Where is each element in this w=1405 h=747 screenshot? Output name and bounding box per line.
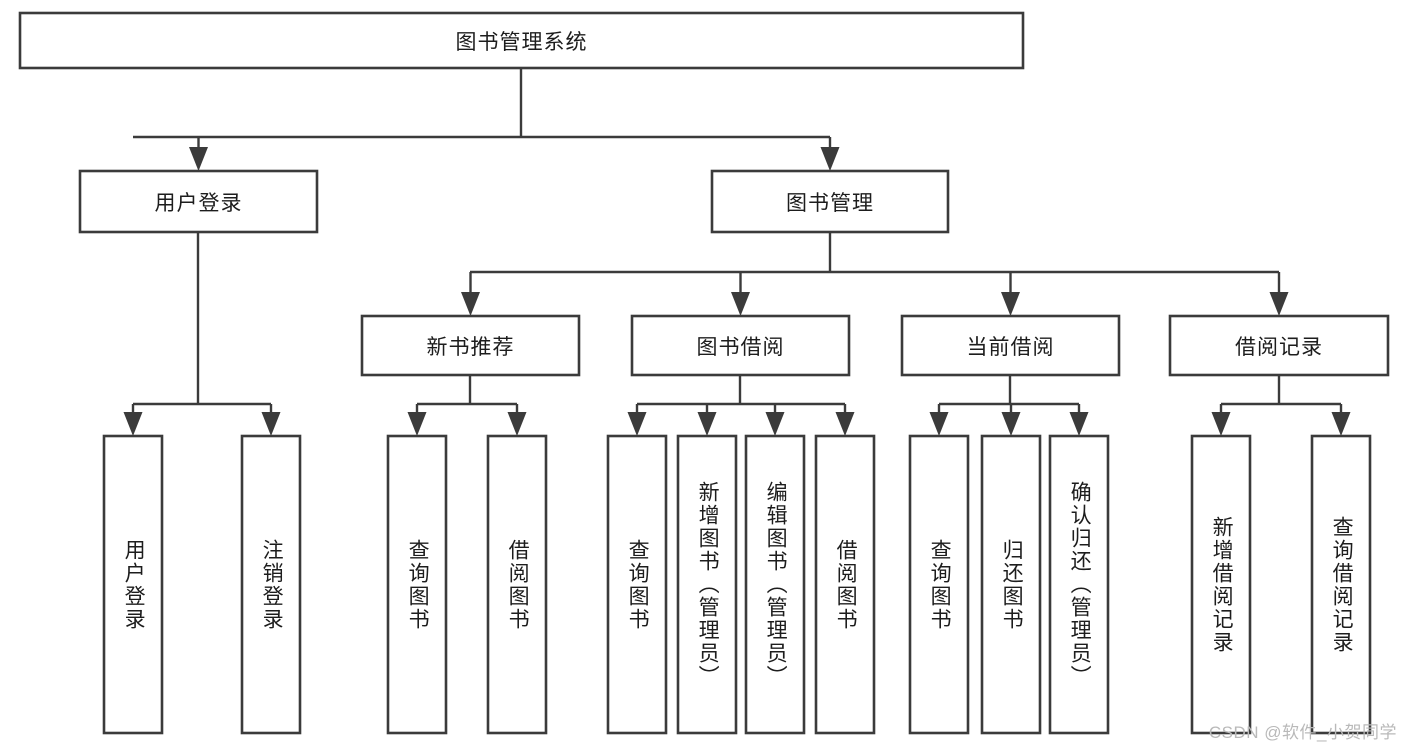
leaf-box-leaf-query-book-2[interactable]	[606, 434, 668, 735]
arrow-to-leaf-user-login	[123, 412, 143, 436]
leaf-box-leaf-borrow-book-1[interactable]	[486, 434, 548, 735]
arrow-to-leaf-query-book-3	[929, 412, 949, 436]
arrow-to-leaf-query-record	[1331, 412, 1351, 436]
leaf-box-leaf-user-login[interactable]	[102, 434, 164, 735]
leaf-box-leaf-edit-book[interactable]	[744, 434, 806, 735]
node-box-new-book-recommend[interactable]	[360, 314, 581, 377]
leaf-box-leaf-add-record[interactable]	[1190, 434, 1252, 735]
node-box-book-borrow[interactable]	[630, 314, 851, 377]
boxes-layer	[18, 11, 1390, 735]
leaf-box-leaf-query-book-1[interactable]	[386, 434, 448, 735]
arrow-to-leaf-edit-book	[765, 412, 785, 436]
arrow-to-current-borrow	[1001, 292, 1020, 316]
leaf-box-leaf-confirm-return[interactable]	[1048, 434, 1110, 735]
leaf-box-leaf-add-book[interactable]	[676, 434, 738, 735]
arrow-to-leaf-query-book-2	[627, 412, 647, 436]
arrow-to-leaf-logout	[261, 412, 281, 436]
node-box-book-manage[interactable]	[710, 169, 950, 234]
arrow-to-book-borrow	[731, 292, 750, 316]
leaf-box-leaf-query-record[interactable]	[1310, 434, 1372, 735]
arrow-to-borrow-record	[1269, 292, 1289, 316]
arrow-to-user-login	[189, 147, 208, 171]
arrow-to-leaf-borrow-book-1	[507, 412, 527, 436]
arrow-to-leaf-return-book	[1001, 412, 1021, 436]
arrow-to-leaf-add-book	[697, 412, 717, 436]
root-node-box[interactable]	[18, 11, 1025, 70]
leaf-box-leaf-return-book[interactable]	[980, 434, 1042, 735]
leaf-box-leaf-borrow-book-2[interactable]	[814, 434, 876, 735]
arrow-to-new-book-recommend	[461, 292, 480, 316]
node-box-current-borrow[interactable]	[900, 314, 1121, 377]
arrow-to-book-manage	[820, 147, 840, 171]
arrow-to-leaf-confirm-return	[1069, 412, 1089, 436]
arrow-to-leaf-query-book-1	[407, 412, 427, 436]
leaf-box-leaf-query-book-3[interactable]	[908, 434, 970, 735]
node-box-borrow-record[interactable]	[1168, 314, 1390, 377]
connectors-layer	[123, 68, 1351, 436]
arrow-to-leaf-borrow-book-2	[835, 412, 855, 436]
node-box-user-login[interactable]	[78, 169, 319, 234]
arrow-to-leaf-add-record	[1211, 412, 1231, 436]
leaf-box-leaf-logout[interactable]	[240, 434, 302, 735]
